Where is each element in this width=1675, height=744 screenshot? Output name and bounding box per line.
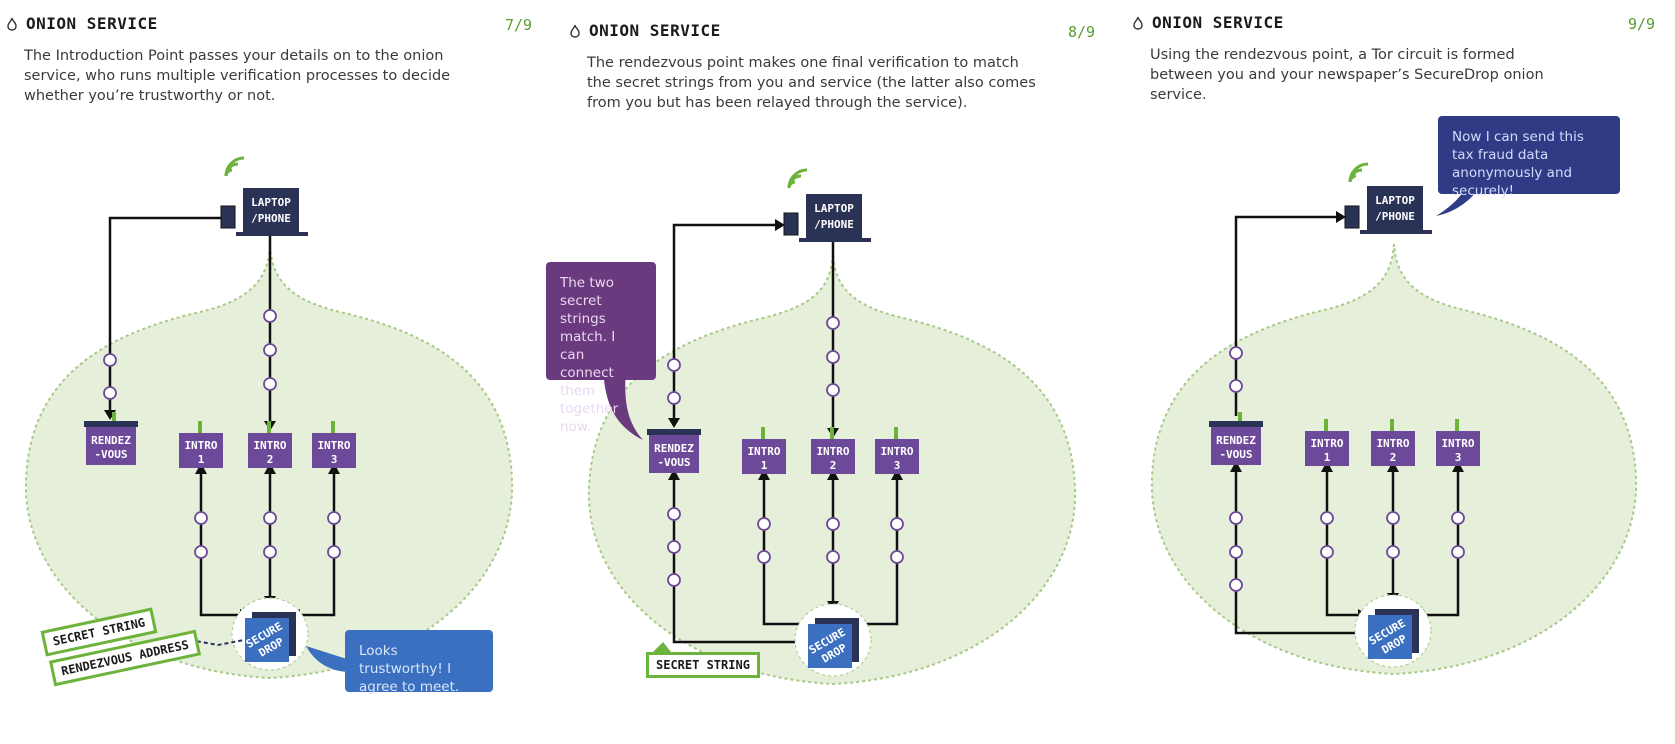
rendezvous-node <box>86 427 136 465</box>
laptop-screen <box>806 194 862 238</box>
panel-header: ONION SERVICE <box>6 14 158 33</box>
intro-node-3 <box>312 433 356 468</box>
rendezvous-label-1: RENDEZ <box>654 442 694 455</box>
intro-2-label: INTRO <box>1376 437 1409 450</box>
circuit-diagram: LAPTOP /PHONE <box>24 156 514 680</box>
intro-node-3 <box>1436 431 1480 466</box>
intro-3-label: INTRO <box>1441 437 1474 450</box>
panel-description: The Introduction Point passes your detai… <box>24 48 451 104</box>
panel-step-7: ONION SERVICE 7/9 The Introduction Point… <box>0 0 560 744</box>
intro-1-number: 1 <box>761 459 768 472</box>
intro-node-3 <box>875 439 919 474</box>
rendezvous-label-1: RENDEZ <box>91 434 131 447</box>
panel-description: Using the rendezvous point, a Tor circui… <box>1150 47 1544 103</box>
intro-3-number: 3 <box>331 453 338 466</box>
circuit-diagram: LAPTOP /PHONE RENDE <box>1150 162 1638 676</box>
device-label-1: LAPTOP <box>251 196 291 209</box>
intro-3-number: 3 <box>1455 451 1462 464</box>
intro-node-1 <box>742 439 786 474</box>
intro-node-1 <box>179 433 223 468</box>
laptop-base <box>799 238 871 242</box>
intro-node-2 <box>248 433 292 468</box>
panel-title: ONION SERVICE <box>26 14 158 33</box>
securedrop-node <box>1368 615 1412 659</box>
intro-node-1 <box>1305 431 1349 466</box>
circuit-diagram: LAPTOP /PHONE <box>587 168 1077 686</box>
wifi-icon <box>787 168 808 189</box>
laptop-screen <box>243 188 299 232</box>
onion-icon <box>570 24 580 38</box>
intro-1-number: 1 <box>1324 451 1331 464</box>
device-label-1: LAPTOP <box>1375 194 1415 207</box>
panel-title: ONION SERVICE <box>1152 13 1284 32</box>
laptop-screen <box>1367 186 1423 230</box>
intro-2-label: INTRO <box>253 439 286 452</box>
panel-step-9: ONION SERVICE 9/9 Using the rendezvous p… <box>1126 0 1675 744</box>
intro-3-label: INTRO <box>880 445 913 458</box>
phone-body <box>1344 205 1360 229</box>
laptop-base <box>236 232 308 236</box>
panel-step-8: ONION SERVICE 8/9 The rendezvous point m… <box>546 0 1123 744</box>
page-indicator: 9/9 <box>1628 15 1656 33</box>
securedrop-speech-bubble: Looks trustworthy! I agree to meet. <box>345 630 493 695</box>
page-indicator: 8/9 <box>1068 23 1096 41</box>
rendezvous-label-2: -VOUS <box>657 456 690 469</box>
page-indicator: 7/9 <box>505 16 533 34</box>
device-label-2: /PHONE <box>814 218 854 231</box>
intro-3-number: 3 <box>894 459 901 472</box>
laptop-base <box>1360 230 1432 234</box>
phone-body <box>783 212 799 236</box>
wifi-icon <box>224 156 245 177</box>
onion-icon <box>7 17 17 31</box>
panel-description: The rendezvous point makes one final ver… <box>587 55 1036 111</box>
phone-body <box>220 205 236 229</box>
intro-2-label: INTRO <box>816 445 849 458</box>
panel-header: ONION SERVICE <box>569 21 721 40</box>
intro-node-2 <box>811 439 855 474</box>
rendezvous-node <box>649 435 699 473</box>
device-label-1: LAPTOP <box>814 202 854 215</box>
wifi-icon <box>1348 162 1369 183</box>
rendezvous-label-2: -VOUS <box>1219 448 1252 461</box>
intro-2-number: 2 <box>267 453 274 466</box>
device-label-2: /PHONE <box>1375 210 1415 223</box>
rendezvous-label-2: -VOUS <box>94 448 127 461</box>
rendezvous-label-1: RENDEZ <box>1216 434 1256 447</box>
intro-1-label: INTRO <box>747 445 780 458</box>
panel-title: ONION SERVICE <box>589 21 721 40</box>
intro-1-number: 1 <box>198 453 205 466</box>
intro-2-number: 2 <box>1390 451 1397 464</box>
panel-header: ONION SERVICE <box>1132 13 1284 32</box>
intro-node-2 <box>1371 431 1415 466</box>
device-label-2: /PHONE <box>251 212 291 225</box>
securedrop-node <box>245 618 289 662</box>
securedrop-node <box>808 624 852 668</box>
onion-icon <box>1133 16 1143 30</box>
intro-2-number: 2 <box>830 459 837 472</box>
secret-string-tag: SECRET STRING <box>646 652 760 678</box>
rendezvous-speech-bubble: The two secret strings match. I can conn… <box>546 262 656 435</box>
intro-1-label: INTRO <box>1310 437 1343 450</box>
user-speech-bubble: Now I can send this tax fraud data anony… <box>1438 116 1620 199</box>
intro-1-label: INTRO <box>184 439 217 452</box>
intro-3-label: INTRO <box>317 439 350 452</box>
rendezvous-node <box>1211 427 1261 465</box>
